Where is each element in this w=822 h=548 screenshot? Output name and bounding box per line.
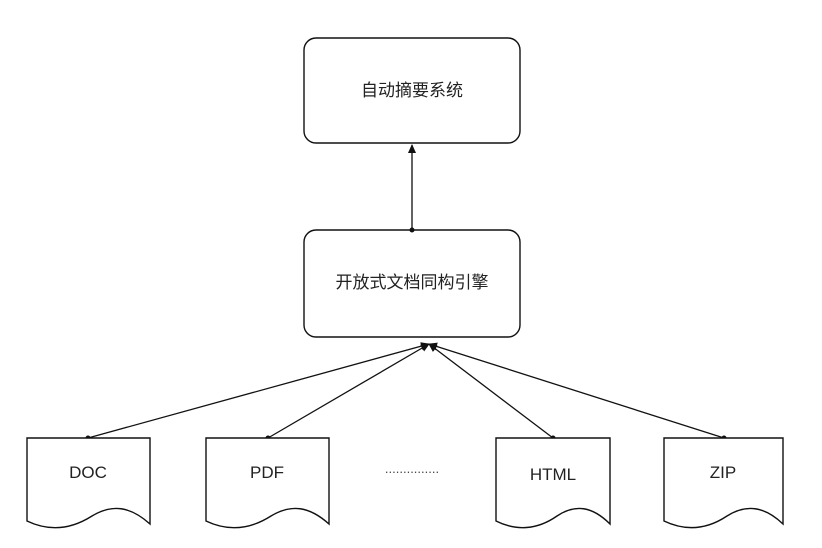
isomorphic-engine-label: 开放式文档同构引擎 — [336, 273, 489, 293]
pdf-arrow — [267, 343, 430, 439]
html-arrow — [428, 343, 554, 439]
document-html-label: HTML — [530, 465, 576, 484]
summary-system-box: 自动摘要系统 — [303, 37, 521, 144]
doc-to-engine-arrows — [85, 342, 727, 441]
engine-to-system-arrow — [408, 144, 416, 233]
document-pdf-label: PDF — [250, 463, 284, 482]
more-documents-ellipsis: ............... — [385, 461, 439, 476]
document-pdf: PDF — [205, 437, 330, 529]
isomorphic-engine-box: 开放式文档同构引擎 — [303, 229, 521, 338]
doc-arrow — [87, 342, 430, 439]
document-doc: DOC — [26, 437, 151, 529]
summary-system-label: 自动摘要系统 — [361, 81, 463, 101]
document-html: HTML — [495, 437, 611, 529]
zip-arrow — [428, 342, 725, 439]
document-doc-label: DOC — [69, 463, 107, 482]
document-zip-label: ZIP — [710, 463, 736, 482]
document-zip: ZIP — [663, 437, 784, 529]
